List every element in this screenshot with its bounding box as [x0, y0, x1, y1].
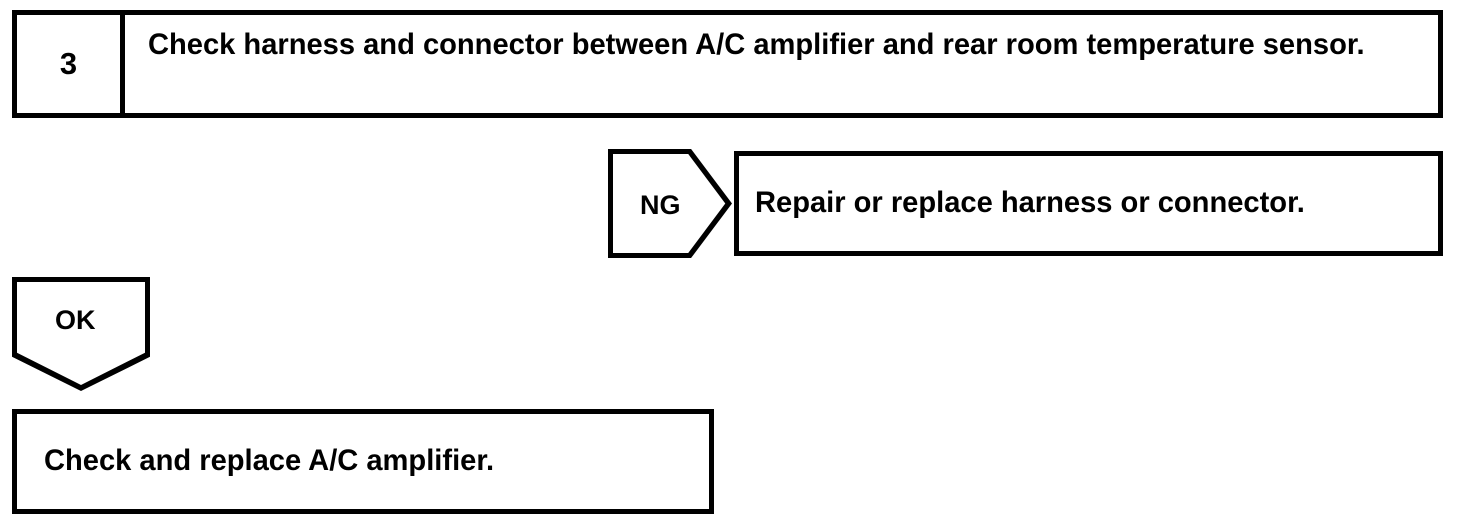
step-number: 3 [59, 46, 78, 81]
ng-result-box: Repair or replace harness or connector. [734, 151, 1443, 256]
ok-branch-label: OK [55, 305, 96, 335]
ok-result-text: Check and replace A/C amplifier. [44, 444, 495, 478]
ng-result-text: Repair or replace harness or connector. [755, 186, 1305, 220]
step-row: 3 Check harness and connector between A/… [12, 10, 1443, 118]
ng-branch-label: NG [640, 190, 681, 220]
ok-result-box: Check and replace A/C amplifier. [12, 409, 714, 514]
step-instruction-text: Check harness and connector between A/C … [148, 28, 1365, 61]
step-instruction-cell: Check harness and connector between A/C … [130, 15, 1438, 113]
step-number-cell: 3 [17, 15, 125, 113]
